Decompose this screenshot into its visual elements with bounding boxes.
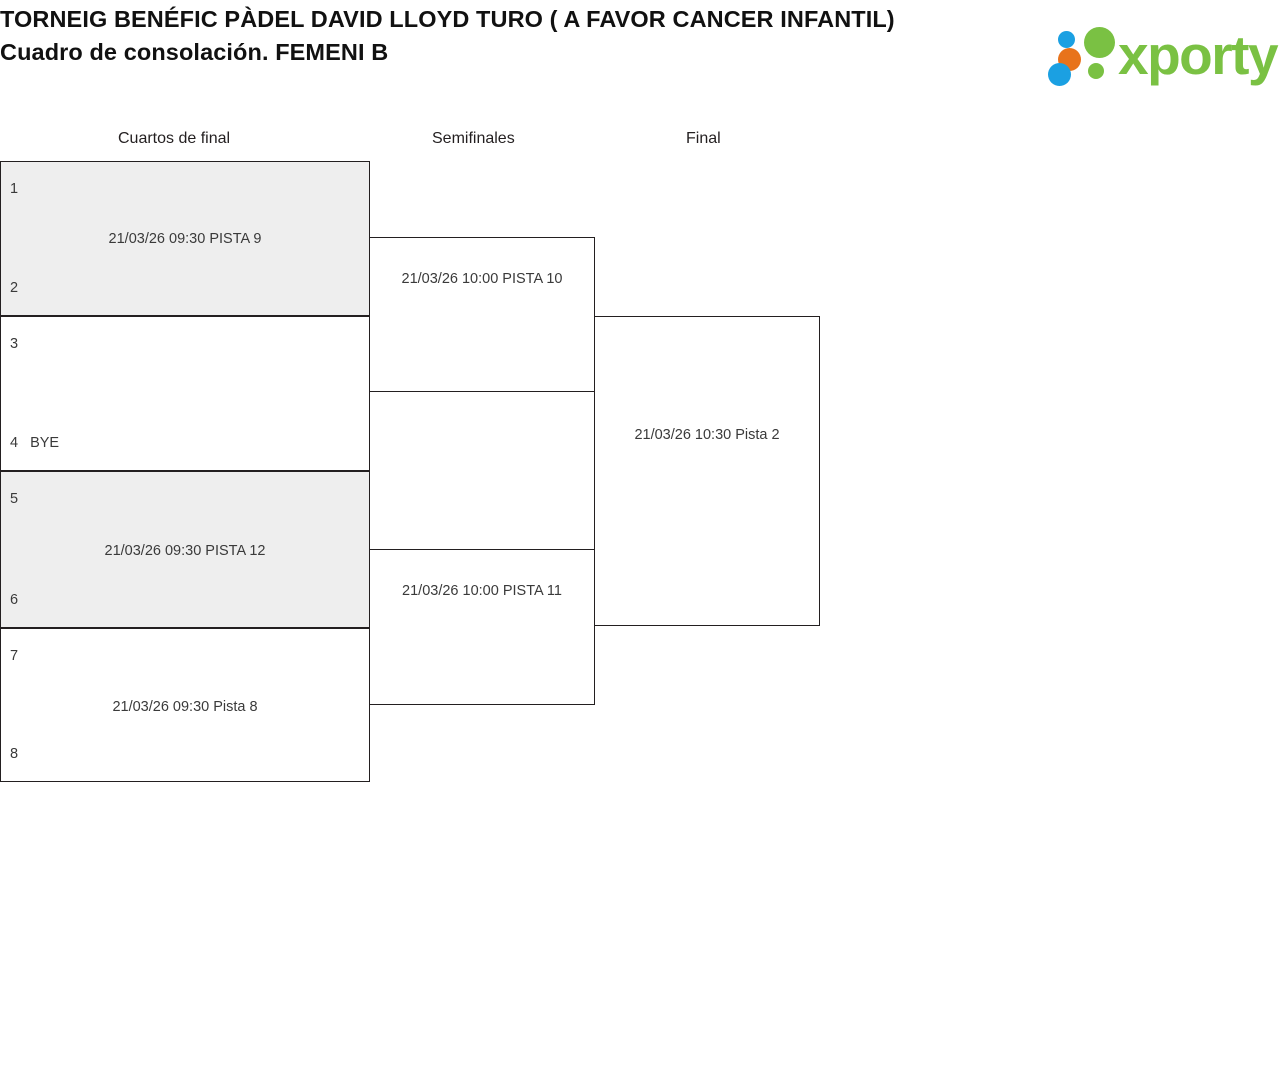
seed-number: 7	[10, 648, 19, 664]
logo-dots-icon	[1042, 27, 1126, 86]
match-box-qf-3[interactable]: 5 21/03/26 09:30 PISTA 12 6	[0, 471, 370, 628]
logo-dot-blue-large	[1048, 63, 1071, 86]
match-box-qf-1[interactable]: 1 21/03/26 09:30 PISTA 9 2	[0, 161, 370, 316]
seed-number: 2	[10, 280, 19, 296]
match-participant-bottom: 6	[10, 591, 30, 609]
page-title: TORNEIG BENÉFIC PÀDEL DAVID LLOYD TURO (…	[0, 6, 895, 65]
seed-number: 1	[10, 181, 19, 197]
seed-number: 6	[10, 592, 19, 608]
match-participant-top: 1	[10, 180, 30, 198]
match-schedule: 21/03/26 09:30 PISTA 9	[108, 231, 262, 247]
match-schedule: 21/03/26 10:00 PISTA 10	[401, 271, 563, 287]
participant-name: BYE	[30, 435, 60, 451]
logo-wordmark: xporty	[1118, 24, 1279, 86]
match-schedule: 21/03/26 09:30 PISTA 12	[104, 543, 266, 559]
match-box-sf-2[interactable]: 21/03/26 10:00 PISTA 11	[369, 549, 595, 705]
page-header: TORNEIG BENÉFIC PÀDEL DAVID LLOYD TURO (…	[0, 0, 1280, 120]
seed-number: 4	[10, 435, 19, 451]
match-box-final[interactable]: 21/03/26 10:30 Pista 2	[594, 316, 820, 626]
logo-dot-blue-small	[1058, 31, 1075, 48]
match-participant-top: 5	[10, 490, 30, 508]
match-schedule: 21/03/26 09:30 Pista 8	[112, 699, 258, 715]
match-box-sf-1[interactable]: 21/03/26 10:00 PISTA 10	[369, 237, 595, 392]
match-schedule: 21/03/26 10:30 Pista 2	[634, 427, 780, 443]
seed-number: 8	[10, 746, 19, 762]
match-participant-bottom: 4 BYE	[10, 434, 59, 452]
round-header-quarterfinals: Cuartos de final	[118, 130, 231, 147]
round-header-semifinals: Semifinales	[432, 130, 515, 147]
match-schedule: 21/03/26 10:00 PISTA 11	[402, 583, 562, 599]
xporty-logo: xporty	[1042, 24, 1280, 87]
match-participant-bottom: 8	[10, 745, 30, 763]
seed-number: 5	[10, 491, 19, 507]
seed-number: 3	[10, 336, 19, 352]
logo-dot-green-large	[1084, 27, 1115, 58]
match-box-qf-4[interactable]: 7 21/03/26 09:30 Pista 8 8	[0, 628, 370, 782]
logo-dot-green-small	[1088, 63, 1104, 79]
match-participant-bottom: 2	[10, 279, 30, 297]
match-participant-top: 7	[10, 647, 30, 665]
round-header-final: Final	[686, 130, 721, 147]
match-participant-top: 3	[10, 335, 30, 353]
match-box-qf-2[interactable]: 3 4 BYE	[0, 316, 370, 471]
